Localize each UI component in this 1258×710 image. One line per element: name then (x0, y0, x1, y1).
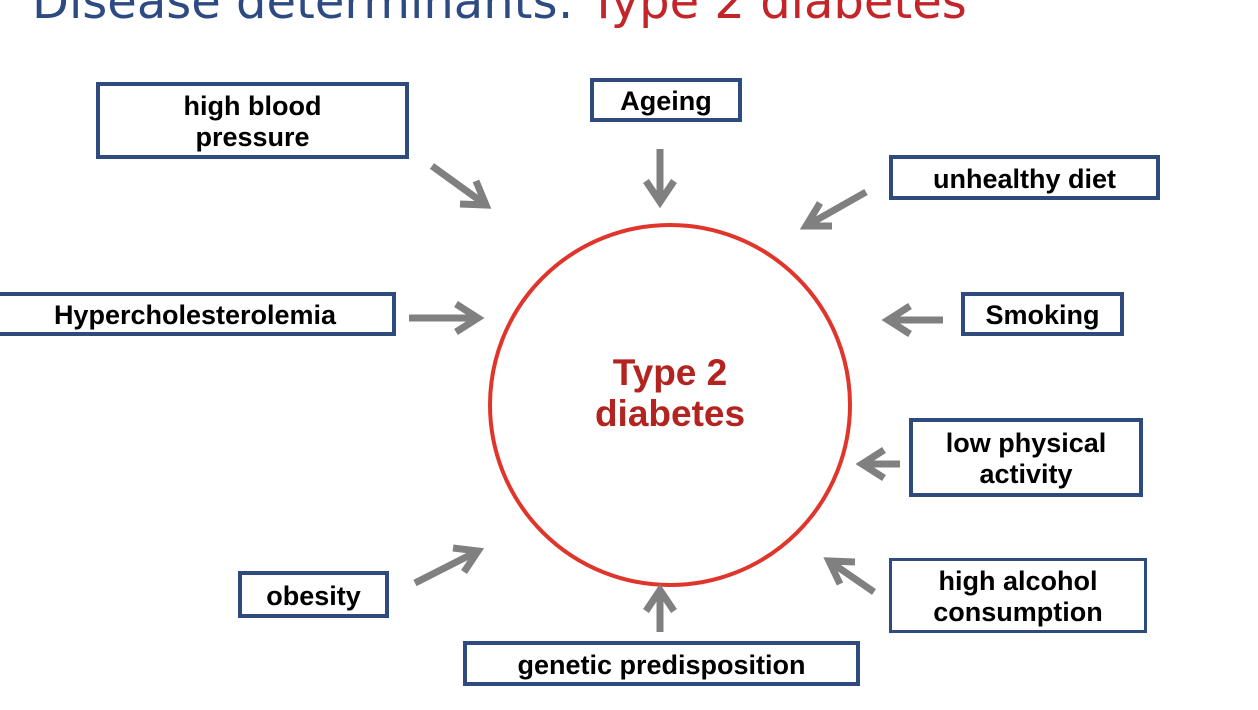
arrow-genetic-predisposition (643, 583, 677, 632)
label-hypercholesterolemia: Hypercholesterolemia (53, 300, 337, 330)
arrow-hypercholesterolemia (409, 301, 485, 335)
box-high-blood-pressure: high blood pressure (96, 82, 409, 159)
label-unhealthy-diet: unhealthy diet (932, 163, 1116, 194)
box-high-alcohol-consumption: high alcohol consumption (889, 558, 1147, 633)
slide-title: Disease determinants: Type 2 diabetes (32, 0, 967, 32)
title-main: Disease determinants: (32, 0, 589, 30)
box-ageing: Ageing (590, 78, 742, 122)
arrow-high-alcohol-consumption (823, 557, 876, 595)
label-obesity: obesity (266, 580, 361, 611)
arrow-obesity (413, 544, 485, 587)
center-label: Type 2 diabetes (594, 352, 746, 434)
label-smoking: Smoking (985, 300, 1100, 330)
arrow-smoking (881, 303, 943, 337)
title-accent: Type 2 diabetes (588, 0, 967, 30)
box-low-physical-activity: low physical activity (909, 418, 1143, 497)
label-high-alcohol-consumption: high alcohol consumption (933, 566, 1103, 627)
box-unhealthy-diet: unhealthy diet (889, 155, 1160, 200)
label-low-physical-activity: low physical activity (945, 428, 1107, 489)
label-genetic-predisposition: genetic predisposition (517, 649, 806, 680)
arrow-unhealthy-diet (799, 188, 868, 230)
box-genetic-predisposition: genetic predisposition (463, 641, 860, 686)
label-ageing: Ageing (620, 86, 712, 116)
arrow-low-physical-activity (855, 447, 900, 481)
arrow-ageing (643, 149, 677, 209)
central-circle (488, 223, 852, 587)
box-obesity: obesity (238, 571, 389, 618)
box-hypercholesterolemia: Hypercholesterolemia (0, 292, 396, 336)
box-smoking: Smoking (961, 292, 1124, 336)
arrow-high-blood-pressure (429, 163, 492, 209)
label-high-blood-pressure: high blood pressure (183, 91, 322, 152)
